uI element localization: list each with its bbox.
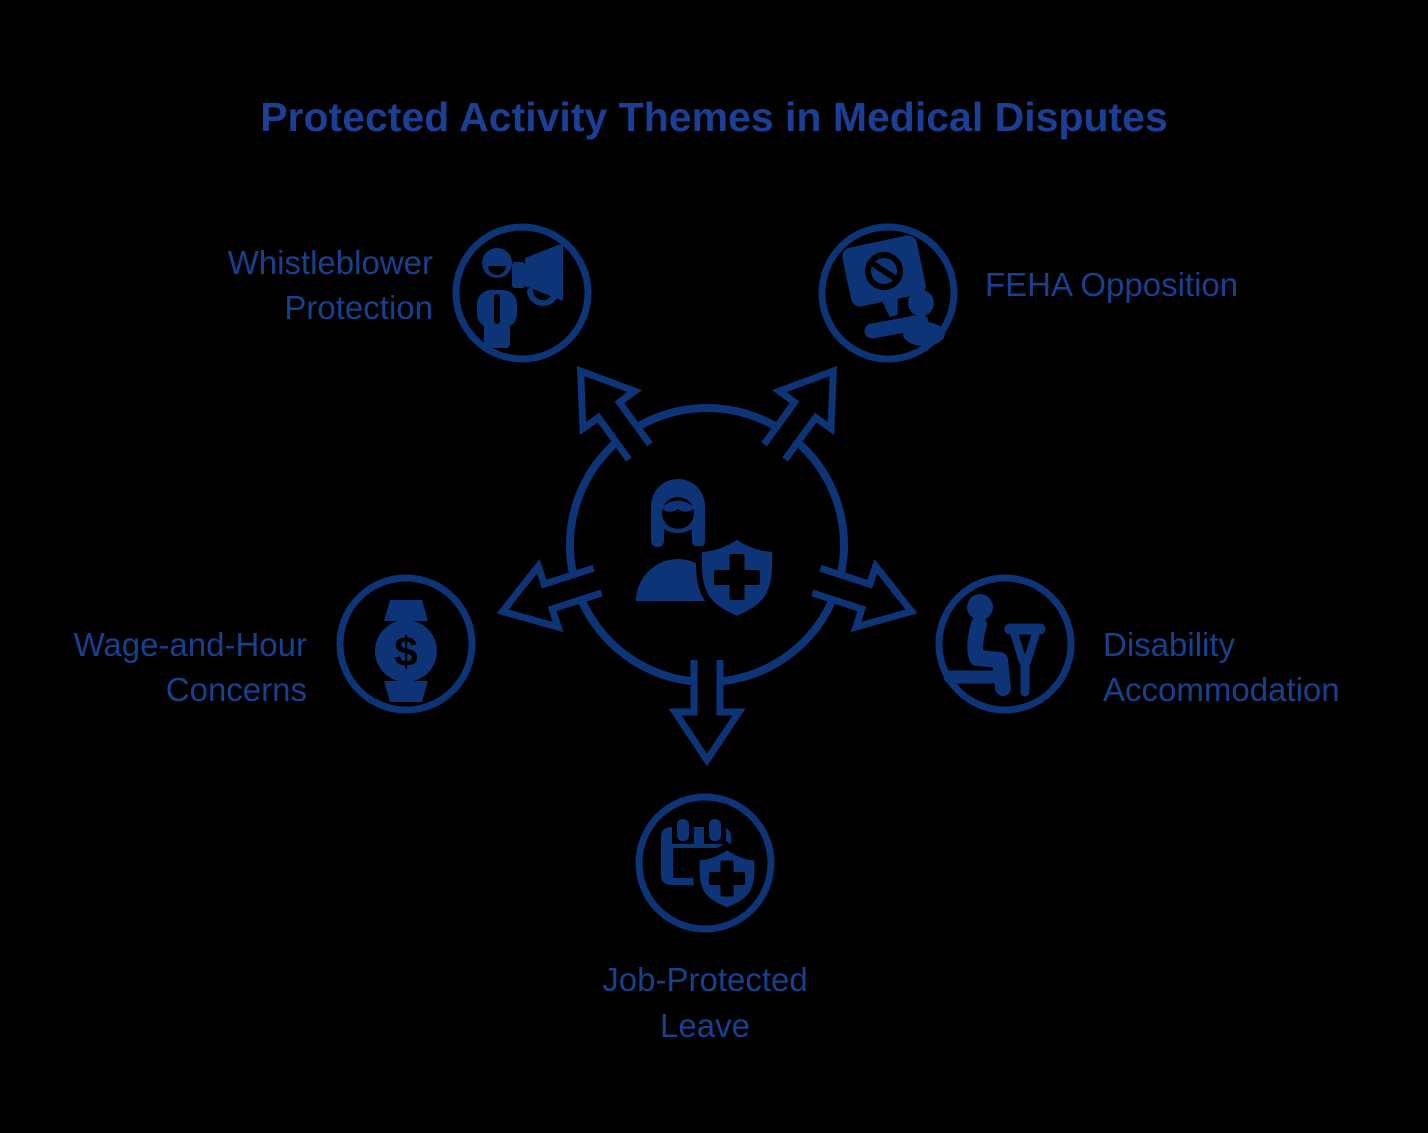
label-whistleblower-protection: Whistleblower Protection: [153, 240, 433, 330]
node-disability-accommodation: [935, 574, 1075, 714]
label-line: Protection: [284, 289, 433, 326]
person-megaphone-icon: [477, 243, 563, 348]
label-feha-opposition: FEHA Opposition: [985, 262, 1325, 307]
page-title: Protected Activity Themes in Medical Dis…: [260, 94, 1168, 140]
seated-person-crutch-icon: [943, 594, 1046, 697]
label-line: Accommodation: [1103, 671, 1340, 708]
label-job-protected-leave: Job-Protected Leave: [545, 957, 865, 1049]
patient-medical-shield-icon: [636, 479, 778, 623]
label-line: Concerns: [165, 671, 307, 708]
label-line: Disability: [1103, 626, 1236, 663]
node-feha-opposition: [818, 223, 958, 363]
label-line: FEHA Opposition: [985, 266, 1239, 303]
node-circle: [452, 223, 592, 363]
arrow-top-left: [576, 365, 653, 462]
dollar-sign: $: [394, 628, 417, 675]
calendar-shield-icon: [661, 816, 762, 915]
label-line: Job-Protected: [602, 961, 808, 998]
node-whistleblower-protection: [452, 223, 592, 363]
node-job-protected-leave: [635, 793, 775, 933]
label-line: Whistleblower: [227, 244, 433, 281]
arrow-left: [496, 558, 603, 633]
hub-circle: [566, 404, 848, 686]
node-wage-and-hour: $: [336, 574, 476, 714]
label-wage-and-hour: Wage-and-Hour Concerns: [27, 622, 307, 712]
arrow-top-right: [761, 365, 838, 462]
label-disability-accommodation: Disability Accommodation: [1103, 622, 1423, 712]
arrow-right: [811, 558, 918, 633]
node-circle: [336, 574, 476, 714]
hub: [496, 365, 918, 767]
arrow-bottom: [668, 660, 746, 767]
node-circle: [635, 793, 775, 933]
watch-dollar-icon: $: [375, 600, 437, 702]
label-line: Leave: [660, 1007, 750, 1044]
protest-sign-person-icon: [842, 235, 945, 346]
node-circle: [935, 574, 1075, 714]
label-line: Wage-and-Hour: [73, 626, 307, 663]
node-circle: [818, 223, 958, 363]
